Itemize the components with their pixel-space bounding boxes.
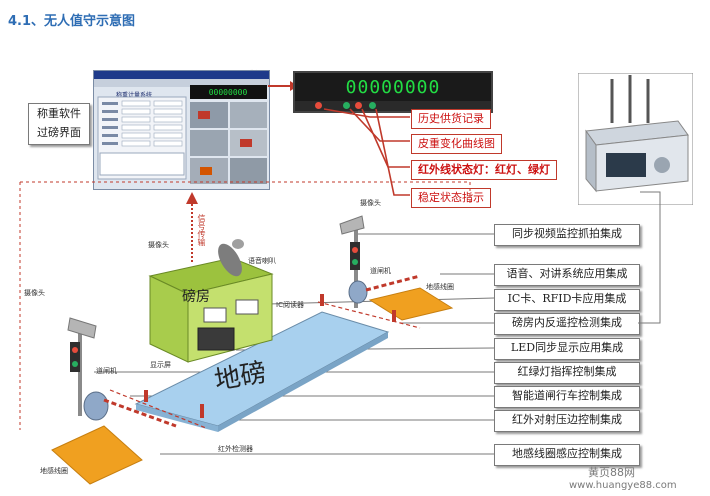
label-speaker: 语音喇叭 (248, 257, 276, 265)
weighbridge-scene (19, 181, 661, 485)
label-display: 显示屏 (150, 361, 171, 369)
system-item-6: 红绿灯指挥控制集成 (494, 362, 640, 384)
system-item-9: 地感线圈感应控制集成 (494, 444, 640, 466)
system-item-7: 智能道闸行车控制集成 (494, 386, 640, 408)
label-house: 磅房 (182, 289, 210, 305)
svg-text:00000000: 00000000 (209, 88, 248, 97)
software-titlebar (94, 71, 269, 79)
page-title: 4.1、无人值守示意图 (8, 14, 136, 29)
software-ui-mock: 00000000 (97, 85, 267, 184)
label-gate-right: 道闸机 (370, 267, 391, 275)
label-camera-top: 摄像头 (360, 199, 381, 207)
label-infrared-status: 红外线状态灯：红灯、绿灯 (411, 160, 557, 180)
watermark-brand: 黄页88网 (588, 466, 635, 479)
infrared-indicator-icon (355, 102, 362, 109)
software-toolbar (94, 79, 269, 87)
system-item-8: 红外对射压边控制集成 (494, 410, 640, 432)
label-ic-reader: IC阅读器 (276, 301, 304, 309)
software-caption-box: 称重软件 过磅界面 (28, 103, 90, 145)
led-label-leaders (323, 108, 410, 196)
label-loop-right: 地感线圈 (426, 283, 454, 291)
system-item-1: 同步视频监控抓拍集成 (494, 224, 640, 246)
led-weight-value: 00000000 (345, 77, 441, 98)
software-caption-line-2: 过磅界面 (37, 126, 81, 139)
label-signal: 信号传输 (197, 214, 206, 246)
label-camera-left: 摄像头 (24, 289, 45, 297)
label-camera-mid: 摄像头 (148, 241, 169, 249)
system-item-5: LED同步显示应用集成 (494, 338, 640, 360)
system-item-4: 磅房内反遥控检测集成 (494, 313, 640, 335)
stable-indicator-icon (369, 102, 376, 109)
system-item-3: IC卡、RFID卡应用集成 (494, 289, 640, 311)
label-stable-status: 稳定状态指示 (411, 188, 491, 208)
watermark-url: www.huangye88.com (569, 480, 677, 491)
label-gate-left: 道闸机 (96, 367, 117, 375)
label-loop-left: 地感线圈 (40, 467, 68, 475)
curve-indicator-icon (343, 102, 350, 109)
weighing-software-screenshot: 称重计量系统 00000000 (93, 70, 270, 190)
software-caption-line-1: 称重软件 (37, 107, 81, 120)
label-infrared-detector: 红外检测器 (218, 445, 253, 453)
label-history-records: 历史供货记录 (411, 109, 491, 129)
software-window-title: 称重计量系统 (116, 92, 153, 99)
system-item-2: 语音、对讲系统应用集成 (494, 264, 640, 286)
led-indicator-strip (295, 101, 491, 111)
led-weight-display: 00000000 (293, 71, 493, 113)
controller-device (578, 73, 693, 205)
history-indicator-icon (315, 102, 322, 109)
label-tare-curve: 皮重变化曲线图 (411, 134, 502, 154)
